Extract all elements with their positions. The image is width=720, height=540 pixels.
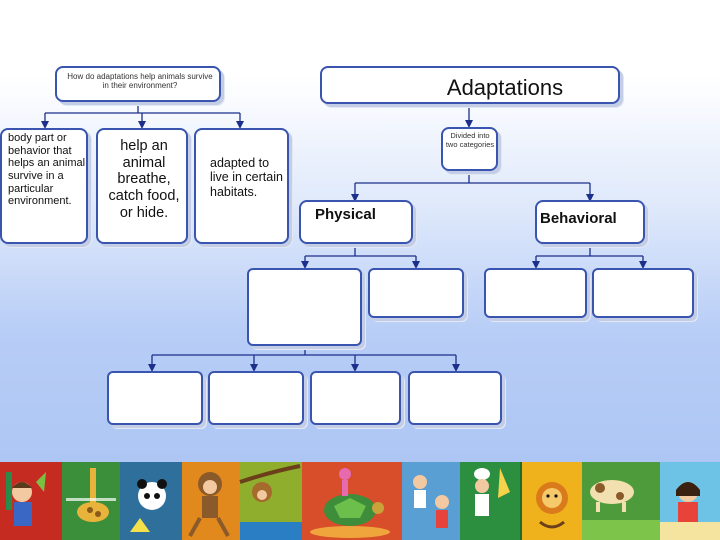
turtle-icon [310, 468, 390, 538]
panda-icon [130, 479, 167, 532]
empty-box-physical-2 [368, 268, 464, 318]
children-icon [413, 475, 449, 528]
footer-illustrations [0, 462, 720, 540]
monkey-icon [188, 472, 230, 537]
physical-box: Physical [299, 200, 413, 244]
definition-text-2: help an animal breathe, catch food, or h… [108, 138, 180, 221]
empty-box-lower-3 [310, 371, 401, 425]
question-text: How do adaptations help animals survive … [67, 72, 213, 91]
empty-box-physical-1 [247, 268, 362, 346]
empty-box-lower-2 [208, 371, 304, 425]
branch-monkey-icon [239, 464, 302, 540]
behavioral-label: Behavioral [540, 210, 617, 227]
definition-text-3: adapted to live in certain habitats. [210, 156, 283, 199]
divided-note-box: Divided into two categories [441, 127, 498, 171]
girl-icon [660, 482, 720, 540]
panel-children [402, 462, 460, 540]
empty-box-lower-1 [107, 371, 203, 425]
divided-note-text: Divided into two categories [445, 131, 495, 149]
empty-box-behavioral-2 [592, 268, 694, 318]
definition-box-2: help an animal breathe, catch food, or h… [96, 128, 188, 244]
physical-label: Physical [315, 206, 376, 223]
decorative-footer [0, 462, 720, 540]
lion-icon [536, 482, 568, 529]
kid-icon [6, 472, 46, 526]
definition-text-1: body part or behavior that helps an anim… [8, 132, 86, 208]
question-box: How do adaptations help animals survive … [55, 66, 221, 102]
behavioral-box: Behavioral [535, 200, 645, 244]
definition-box-1: body part or behavior that helps an anim… [0, 128, 88, 244]
title-text: Adaptations [446, 75, 564, 100]
giraffe-icon [66, 468, 116, 522]
panel-chef [460, 462, 520, 540]
empty-box-behavioral-1 [484, 268, 587, 318]
definition-box-3: adapted to live in certain habitats. [194, 128, 289, 244]
empty-box-lower-4 [408, 371, 502, 425]
title-box: Adaptations [320, 66, 620, 104]
chef-icon [474, 462, 522, 540]
cow-icon [582, 480, 660, 540]
